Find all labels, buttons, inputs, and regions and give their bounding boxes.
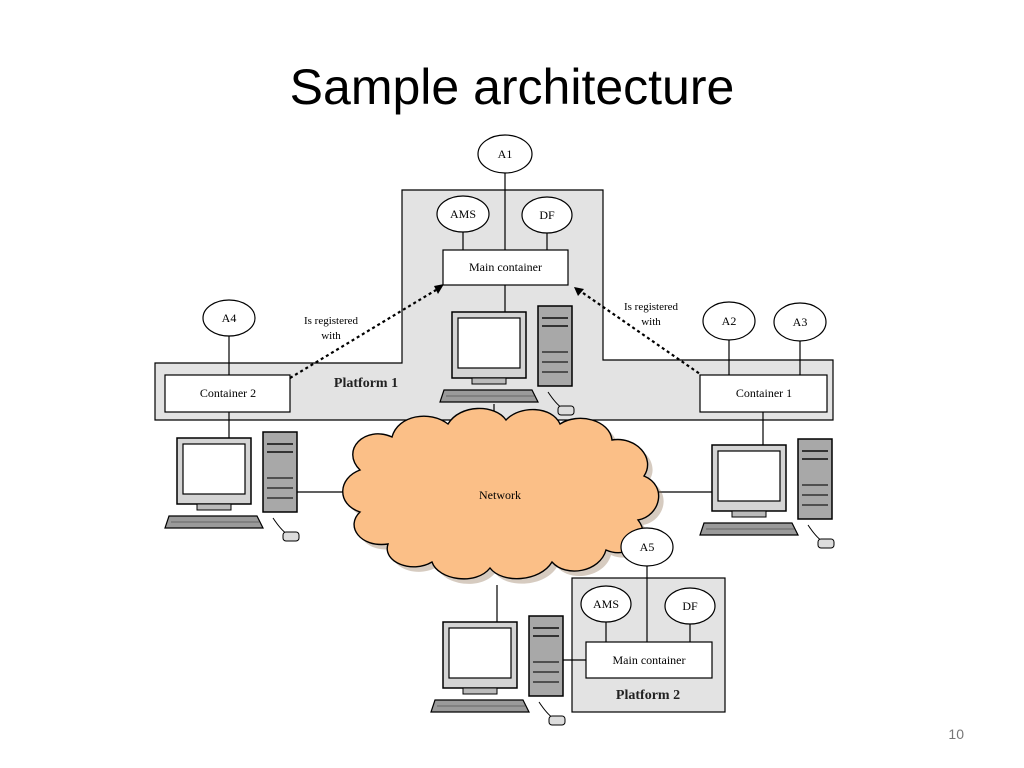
platform1-label: Platform 1 [334,376,398,391]
network-label: Network [479,488,521,502]
container2-box [164,374,291,413]
agent-a1-label: A1 [498,147,513,161]
agent-a4-node [202,299,256,337]
ams-label-platform1: AMS [450,207,476,221]
agent-a5-label: A5 [640,540,655,554]
container1-label: Container 1 [736,386,792,400]
ams-node-platform1 [436,195,490,233]
container1-relation-line2: with [641,316,661,328]
slide-title: Sample architecture [289,59,735,115]
agent-a4-label: A4 [222,311,237,325]
agent-a1-node [477,134,533,174]
container2-label: Container 2 [200,386,256,400]
computer-container1 [699,438,835,549]
main-container-platform2 [585,641,713,679]
container2-relation-line2: with [321,330,341,342]
container1-relation-line1: Is registered [624,301,679,313]
agent-a5-node [620,527,674,567]
df-node-platform1 [521,196,573,234]
main-container-platform2-label: Main container [613,653,686,667]
ams-label-platform2: AMS [593,597,619,611]
agent-a3-label: A3 [793,315,808,329]
main-container-platform1 [442,249,569,286]
page-number: 10 [948,726,964,742]
df-label-platform1: DF [539,208,555,222]
agent-a2-node [702,301,756,341]
agent-a3-node [773,302,827,342]
agent-a2-label: A2 [722,314,737,328]
ams-node-platform2 [580,585,632,623]
platform2-label: Platform 2 [616,688,680,703]
container1-box [699,374,828,413]
df-label-platform2: DF [682,599,698,613]
registration-arrows [289,289,701,379]
network-cloud [342,407,664,584]
container2-relation-line1: Is registered [304,315,359,327]
computer-platform2 [430,615,566,726]
computer-container2 [164,431,300,542]
main-container-platform1-label: Main container [469,260,542,274]
df-node-platform2 [664,587,716,625]
